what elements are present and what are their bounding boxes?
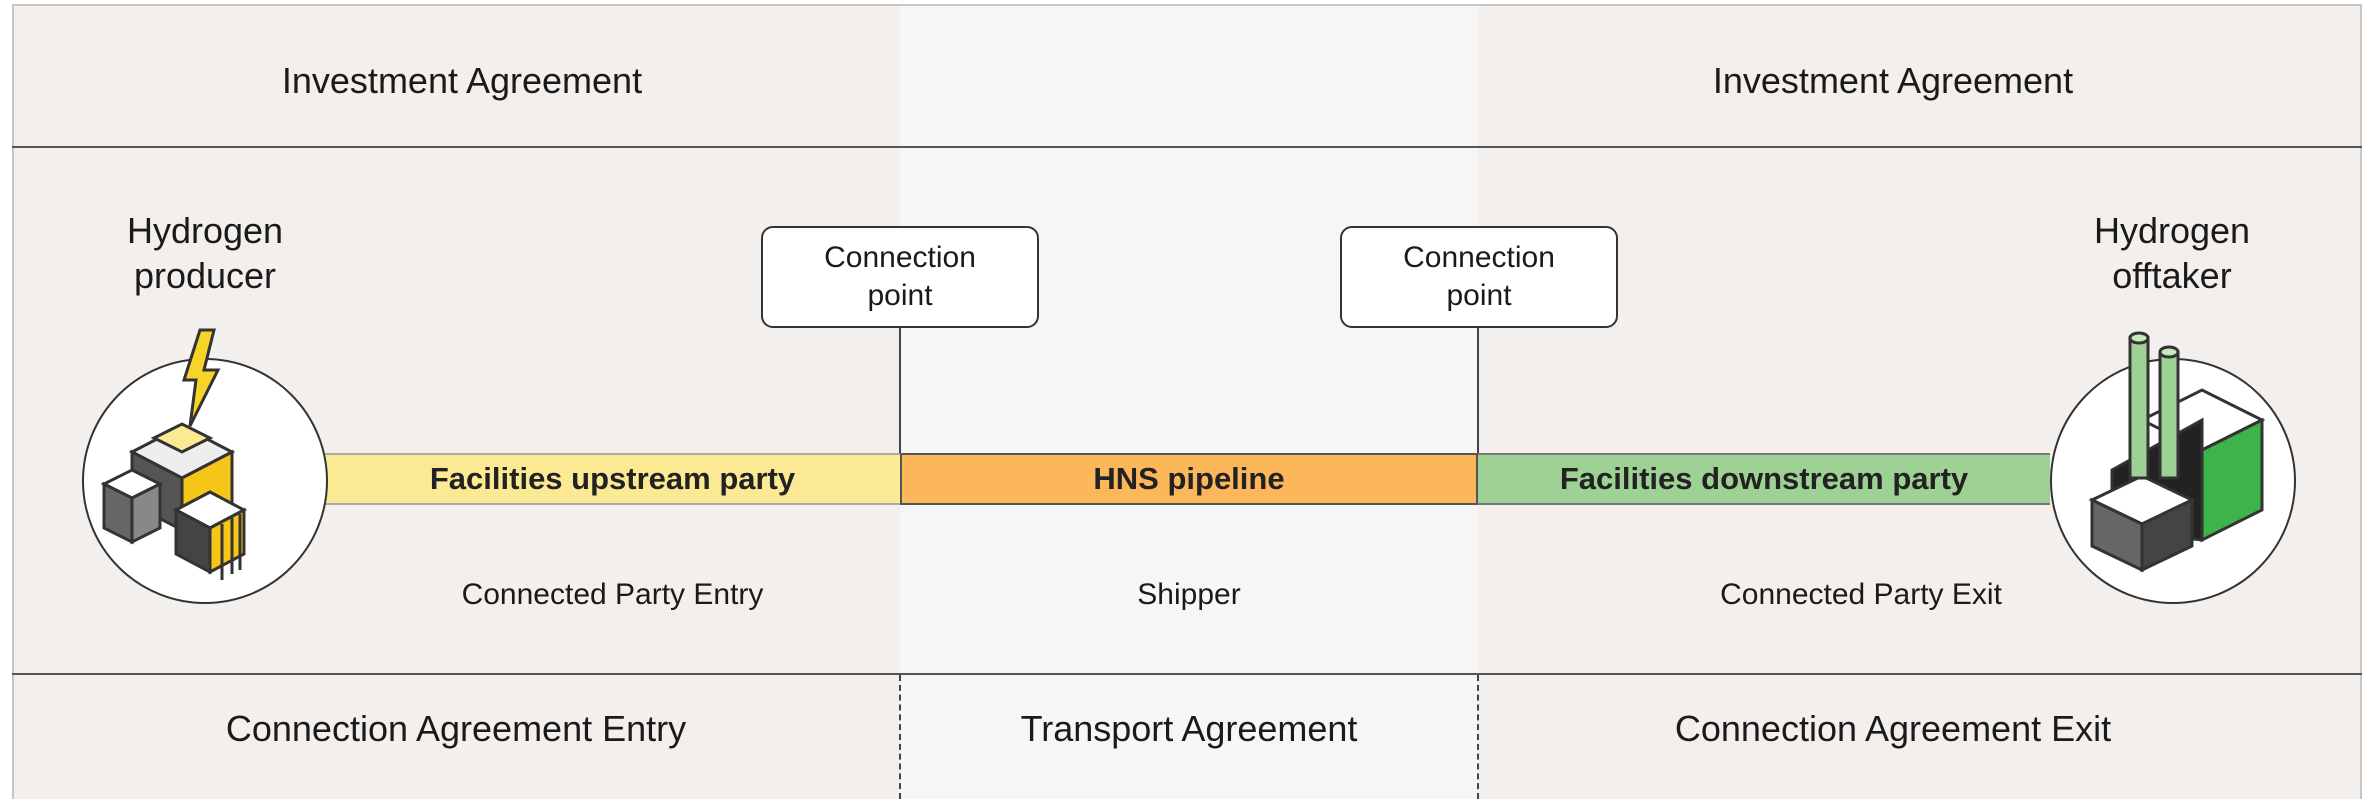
facilities-downstream-label: Facilities downstream party (1559, 461, 1969, 496)
facilities-upstream-bar: Facilities upstream party (325, 453, 900, 505)
hydrogen-producer-factory-icon (100, 422, 248, 580)
hydrogen-offtaker-line2: offtaker (2112, 255, 2232, 296)
bottom-divider-dash-right (1477, 675, 1479, 799)
hydrogen-offtaker-line1: Hydrogen (2093, 210, 2251, 251)
connection-agreement-exit: Connection Agreement Exit (1674, 708, 2112, 749)
connection-line-left (899, 328, 901, 453)
hns-pipeline-label: HNS pipeline (1093, 461, 1285, 496)
connection-point-right-line1: Connection (1403, 241, 1555, 274)
connection-point-right-line2: point (1446, 279, 1512, 312)
connection-point-right: Connection point (1340, 226, 1618, 328)
bottom-divider-line (12, 673, 2362, 675)
investment-agreement-left: Investment Agreement (281, 60, 643, 101)
connected-party-exit-label: Connected Party Exit (1720, 578, 2002, 611)
hydrogen-producer-label: Hydrogen producer (75, 208, 335, 298)
connection-line-right (1477, 328, 1479, 453)
offtaker-chimney-icon (2128, 331, 2180, 480)
producer-lightning-icon (181, 328, 221, 427)
investment-agreement-right: Investment Agreement (1712, 60, 2074, 101)
connection-point-left-line1: Connection (824, 241, 976, 274)
facilities-upstream-label: Facilities upstream party (429, 461, 796, 496)
hydrogen-producer-line2: producer (133, 255, 277, 296)
top-divider-line (12, 146, 2362, 148)
outer-border (12, 4, 2362, 799)
connection-point-left-line2: point (867, 279, 933, 312)
connected-party-entry-label: Connected Party Entry (461, 578, 764, 611)
shipper-label: Shipper (1137, 578, 1241, 611)
connection-agreement-entry: Connection Agreement Entry (225, 708, 687, 749)
middle-panel-background (900, 4, 1478, 799)
hydrogen-offtaker-label: Hydrogen offtaker (2042, 208, 2302, 298)
transport-agreement: Transport Agreement (1020, 708, 1358, 749)
bottom-divider-dash-left (899, 675, 901, 799)
hydrogen-producer-circle (82, 358, 328, 604)
facilities-downstream-bar: Facilities downstream party (1478, 453, 2050, 505)
hydrogen-producer-line1: Hydrogen (126, 210, 284, 251)
hns-pipeline-bar: HNS pipeline (900, 453, 1478, 505)
connection-point-left: Connection point (761, 226, 1039, 328)
